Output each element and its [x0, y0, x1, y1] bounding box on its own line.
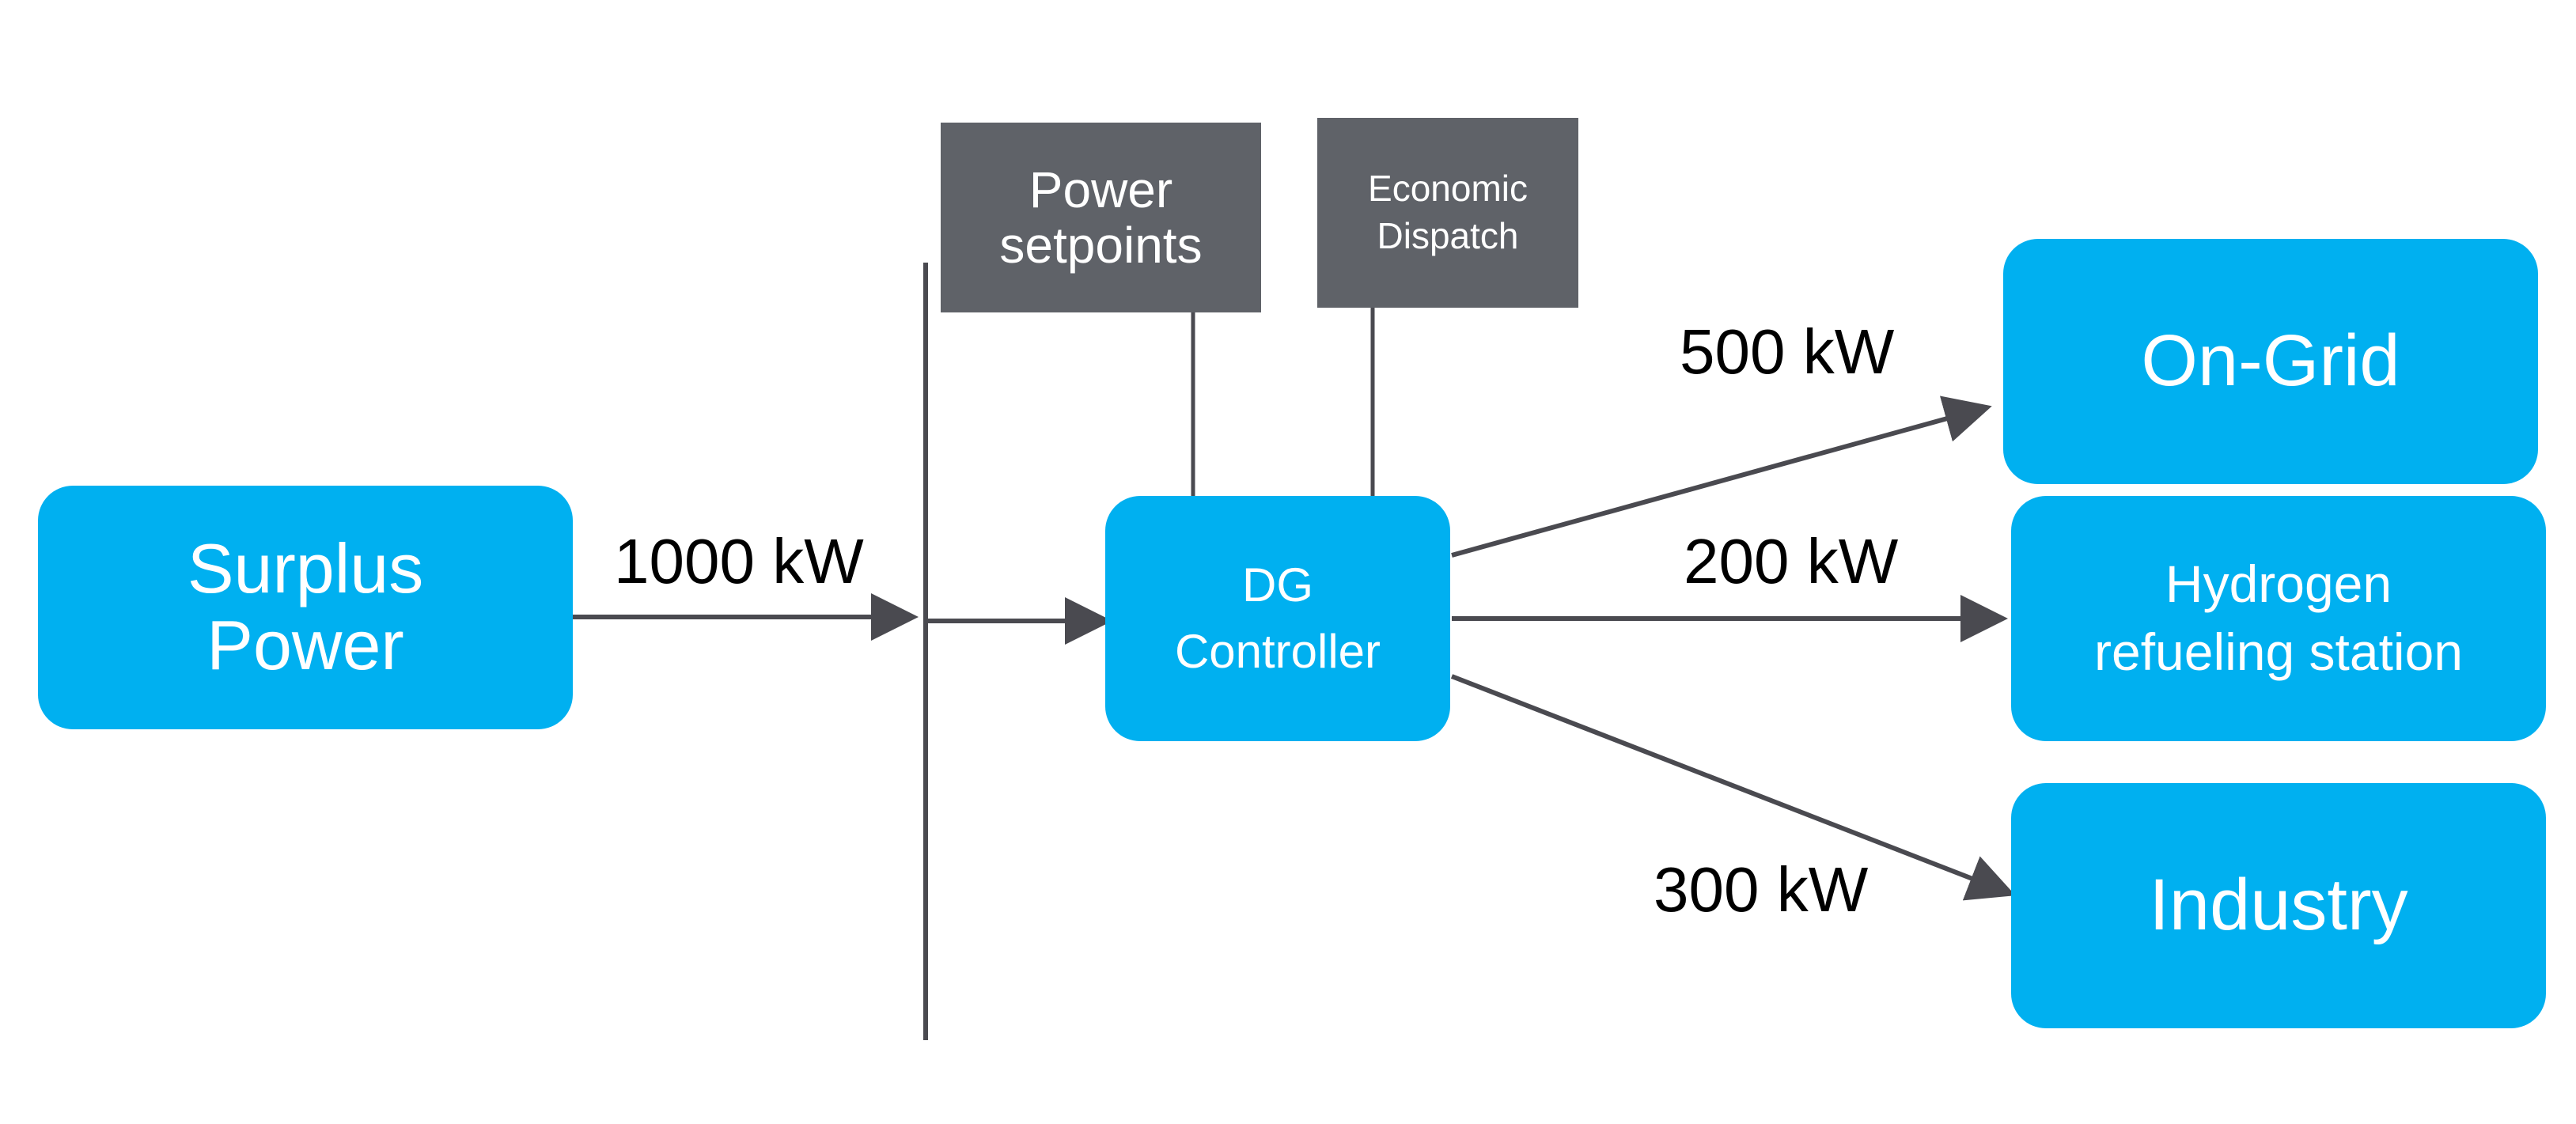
power-setpoints-label: Power setpoints — [999, 161, 1203, 274]
controller-to-on-grid-arrow — [1451, 395, 1992, 558]
controller-to-industry-arrow — [1450, 674, 2016, 901]
power-setpoints-node: Power setpoints — [941, 123, 1261, 312]
on-grid-node: On-Grid — [2003, 239, 2538, 484]
economic-dispatch-node: Economic Dispatch — [1317, 118, 1578, 308]
dg-controller-node: DG Controller — [1105, 496, 1450, 741]
economic-dispatch-label: Economic Dispatch — [1368, 168, 1528, 256]
industry-label: Industry — [2149, 865, 2408, 946]
hydrogen-station-node: Hydrogen refueling station — [2011, 496, 2546, 741]
flow-label-1000kw: 1000 kW — [614, 526, 864, 596]
industry-node: Industry — [2011, 783, 2546, 1028]
flow-label-200kw: 200 kW — [1684, 526, 1899, 596]
dg-controller-label: DG Controller — [1174, 558, 1381, 678]
surplus-power-node: Surplus Power — [38, 486, 573, 729]
on-grid-label: On-Grid — [2141, 320, 2400, 402]
surplus-power-label: Surplus Power — [187, 529, 424, 684]
flow-label-300kw: 300 kW — [1654, 854, 1869, 925]
flow-label-500kw: 500 kW — [1680, 316, 1895, 387]
hydrogen-station-label: Hydrogen refueling station — [2094, 554, 2463, 681]
